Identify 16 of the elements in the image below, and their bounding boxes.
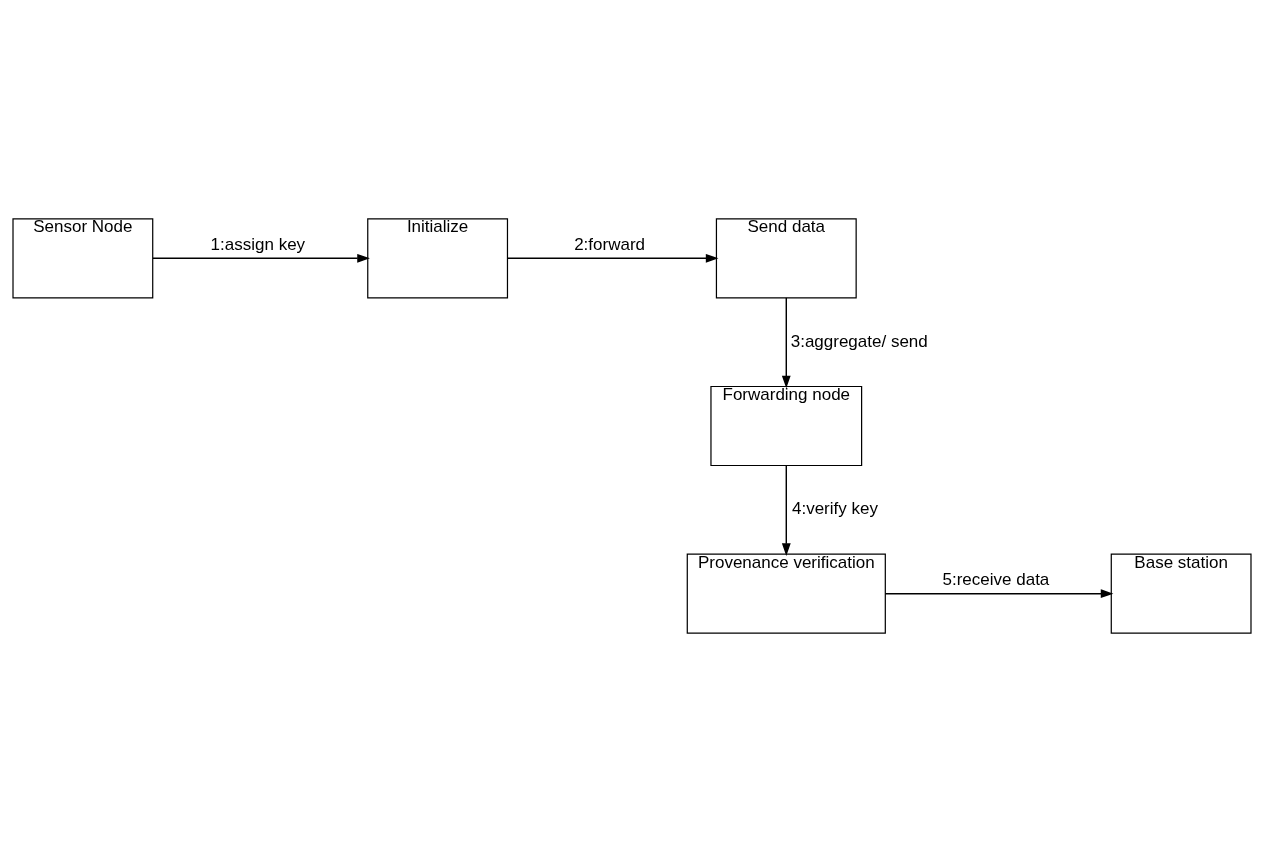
edge-label: 1:assign key [210,235,306,255]
node-box: Provenance verification [686,553,886,634]
node-box: Forwarding node [710,385,863,467]
arrow [507,253,719,263]
arrow [884,589,1114,599]
edge-label: 4:verify key [791,499,878,519]
edge-label: 2:forward [574,235,646,255]
arrow [781,464,791,556]
edge-label: 3:aggregate/ send [790,331,928,351]
arrow [152,253,370,263]
arrow [781,297,791,389]
node-box: Send data [715,218,857,299]
edge-label: 5:receive data [942,570,1050,590]
node-box: Base station [1110,553,1252,634]
node-box: Sensor Node [12,218,154,299]
node-box: Initialize [367,218,509,299]
